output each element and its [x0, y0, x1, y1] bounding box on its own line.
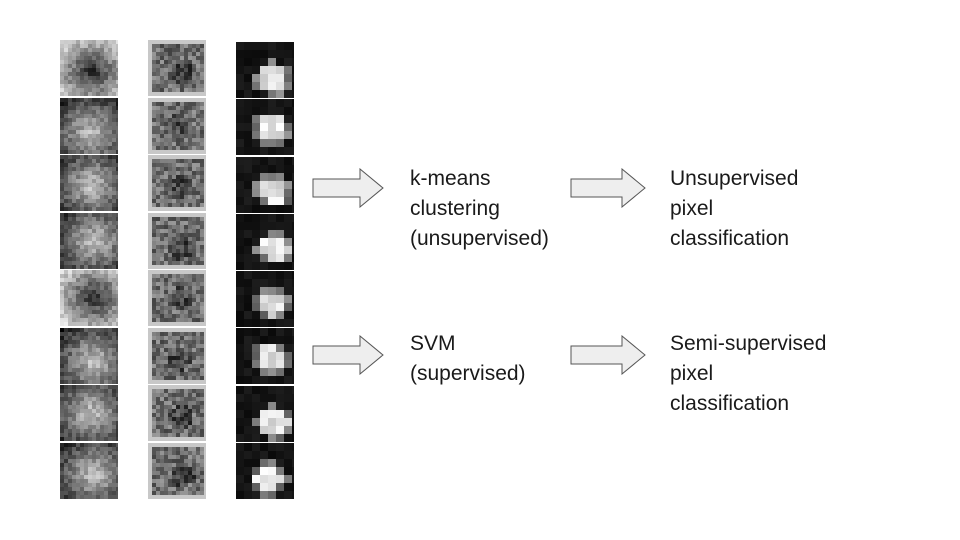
filtered-patch-strip	[148, 40, 206, 500]
image-patch	[60, 385, 118, 442]
image-patch	[148, 442, 206, 500]
semisupervised-result-label: Semi-supervised pixel classification	[670, 332, 827, 415]
image-patch	[60, 212, 118, 270]
image-patch	[60, 442, 118, 500]
image-patch	[236, 385, 294, 442]
image-patch	[60, 155, 118, 212]
grayscale-patch-strip	[60, 40, 118, 500]
image-patch	[148, 385, 206, 442]
image-patch	[148, 155, 206, 212]
arrow-to-unsupervised-result-icon	[570, 168, 646, 208]
image-patch	[236, 328, 294, 385]
image-patch	[236, 271, 294, 327]
kmeans-method-label: k-means clustering (unsupervised)	[410, 167, 549, 250]
image-patch	[236, 99, 294, 156]
image-patch	[148, 97, 206, 155]
image-patch	[148, 327, 206, 385]
image-patch	[148, 212, 206, 270]
unsupervised-result-label: Unsupervised pixel classification	[670, 167, 799, 250]
arrow-to-semisupervised-result-icon	[570, 335, 646, 375]
arrow-to-kmeans-icon	[312, 168, 384, 208]
image-patch	[236, 42, 294, 98]
svm-method-label: SVM (supervised)	[410, 332, 526, 385]
image-patch	[60, 327, 118, 385]
image-patch	[60, 40, 118, 97]
image-patch	[236, 442, 294, 499]
binary-patch-strip	[236, 42, 294, 500]
image-patch	[60, 270, 118, 327]
image-patch	[60, 97, 118, 155]
image-patch	[148, 270, 206, 327]
arrow-to-svm-icon	[312, 335, 384, 375]
image-patch	[236, 156, 294, 213]
image-patch	[148, 40, 206, 97]
image-patch	[236, 213, 294, 270]
